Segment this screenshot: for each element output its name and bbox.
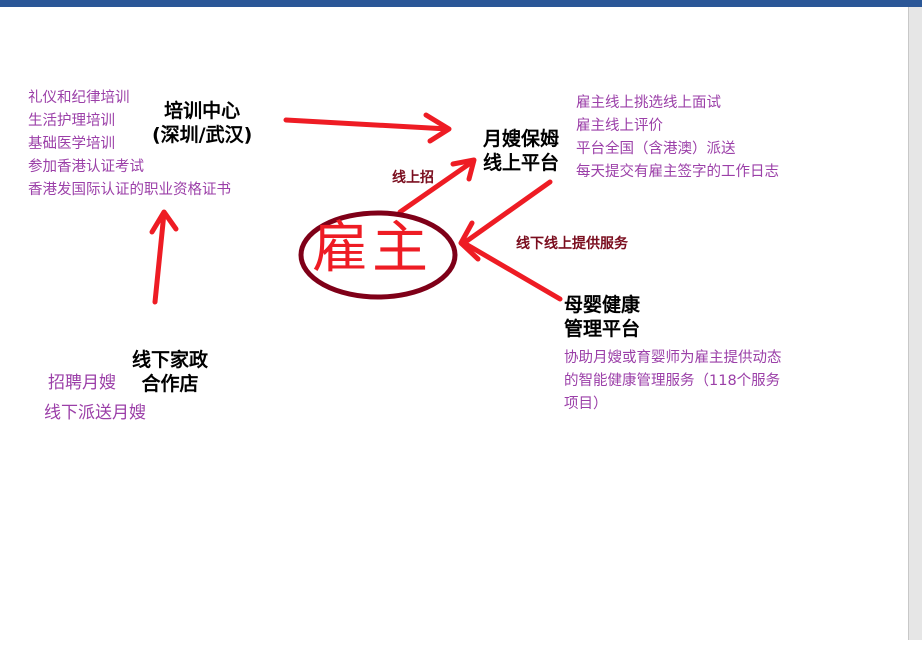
health-platform-description: 协助月嫂或育婴师为雇主提供动态 的智能健康管理服务（118个服务 项目）: [564, 347, 782, 416]
arrow-platform-to-employer: [458, 179, 563, 302]
health-description-line: 项目）: [564, 396, 608, 412]
online-platform-item: 雇主线上评价: [576, 118, 663, 134]
health-platform-title: 母婴健康: [564, 294, 641, 316]
edge-label-service: 线下线上提供服务: [516, 236, 628, 252]
offline-store-node: 线下家政 合作店: [132, 348, 208, 396]
training-center-title: 培训中心: [164, 100, 241, 122]
training-item: 基础医学培训: [28, 136, 115, 152]
arrow-employer-to-platform: [397, 157, 477, 215]
online-platform-items-list: 雇主线上挑选线上面试 雇主线上评价 平台全国（含港澳）派送 每天提交有雇主签字的…: [576, 92, 779, 184]
vertical-scrollbar[interactable]: [908, 7, 922, 640]
online-platform-title: 月嫂保姆: [483, 128, 560, 150]
health-description-line: 的智能健康管理服务（118个服务: [564, 373, 781, 389]
edge-label-online-recruit: 线上招: [392, 170, 434, 186]
online-platform-node: 月嫂保姆 线上平台: [483, 127, 559, 175]
health-description-line: 协助月嫂或育婴师为雇主提供动态: [564, 350, 782, 366]
offline-store-item: 线下派送月嫂: [44, 403, 146, 423]
health-platform-node: 母婴健康 管理平台: [564, 293, 640, 341]
offline-store-subtitle: 合作店: [141, 373, 199, 395]
training-item: 参加香港认证考试: [28, 159, 144, 175]
arrow-store-to-training: [149, 209, 179, 305]
health-platform-subtitle: 管理平台: [564, 318, 641, 340]
arrows-layer: [149, 112, 563, 305]
training-center-node: 培训中心 (深圳/武汉): [152, 99, 252, 147]
employer-ellipse: [298, 210, 458, 300]
window-title-bar: [0, 0, 922, 7]
online-platform-item: 平台全国（含港澳）派送: [576, 141, 736, 157]
training-center-location: (深圳/武汉): [152, 124, 253, 146]
diagram-canvas: 雇主 培训中心 (深圳/武汉) 礼仪和纪律培训 生活护理培训 基础医学培训 参加…: [0, 7, 908, 640]
training-item: 礼仪和纪律培训: [28, 90, 130, 106]
training-item: 生活护理培训: [28, 113, 115, 129]
online-platform-item: 每天提交有雇主签字的工作日志: [576, 164, 779, 180]
employer-label: 雇主: [312, 216, 432, 281]
training-item: 香港发国际认证的职业资格证书: [28, 182, 231, 198]
offline-store-item: 招聘月嫂: [48, 373, 116, 393]
online-platform-subtitle: 线上平台: [483, 152, 560, 174]
arrow-training-to-platform: [283, 112, 452, 144]
offline-store-title: 线下家政: [132, 349, 209, 371]
training-items-list: 礼仪和纪律培训 生活护理培训 基础医学培训 参加香港认证考试 香港发国际认证的职…: [28, 87, 231, 202]
online-platform-item: 雇主线上挑选线上面试: [576, 95, 721, 111]
